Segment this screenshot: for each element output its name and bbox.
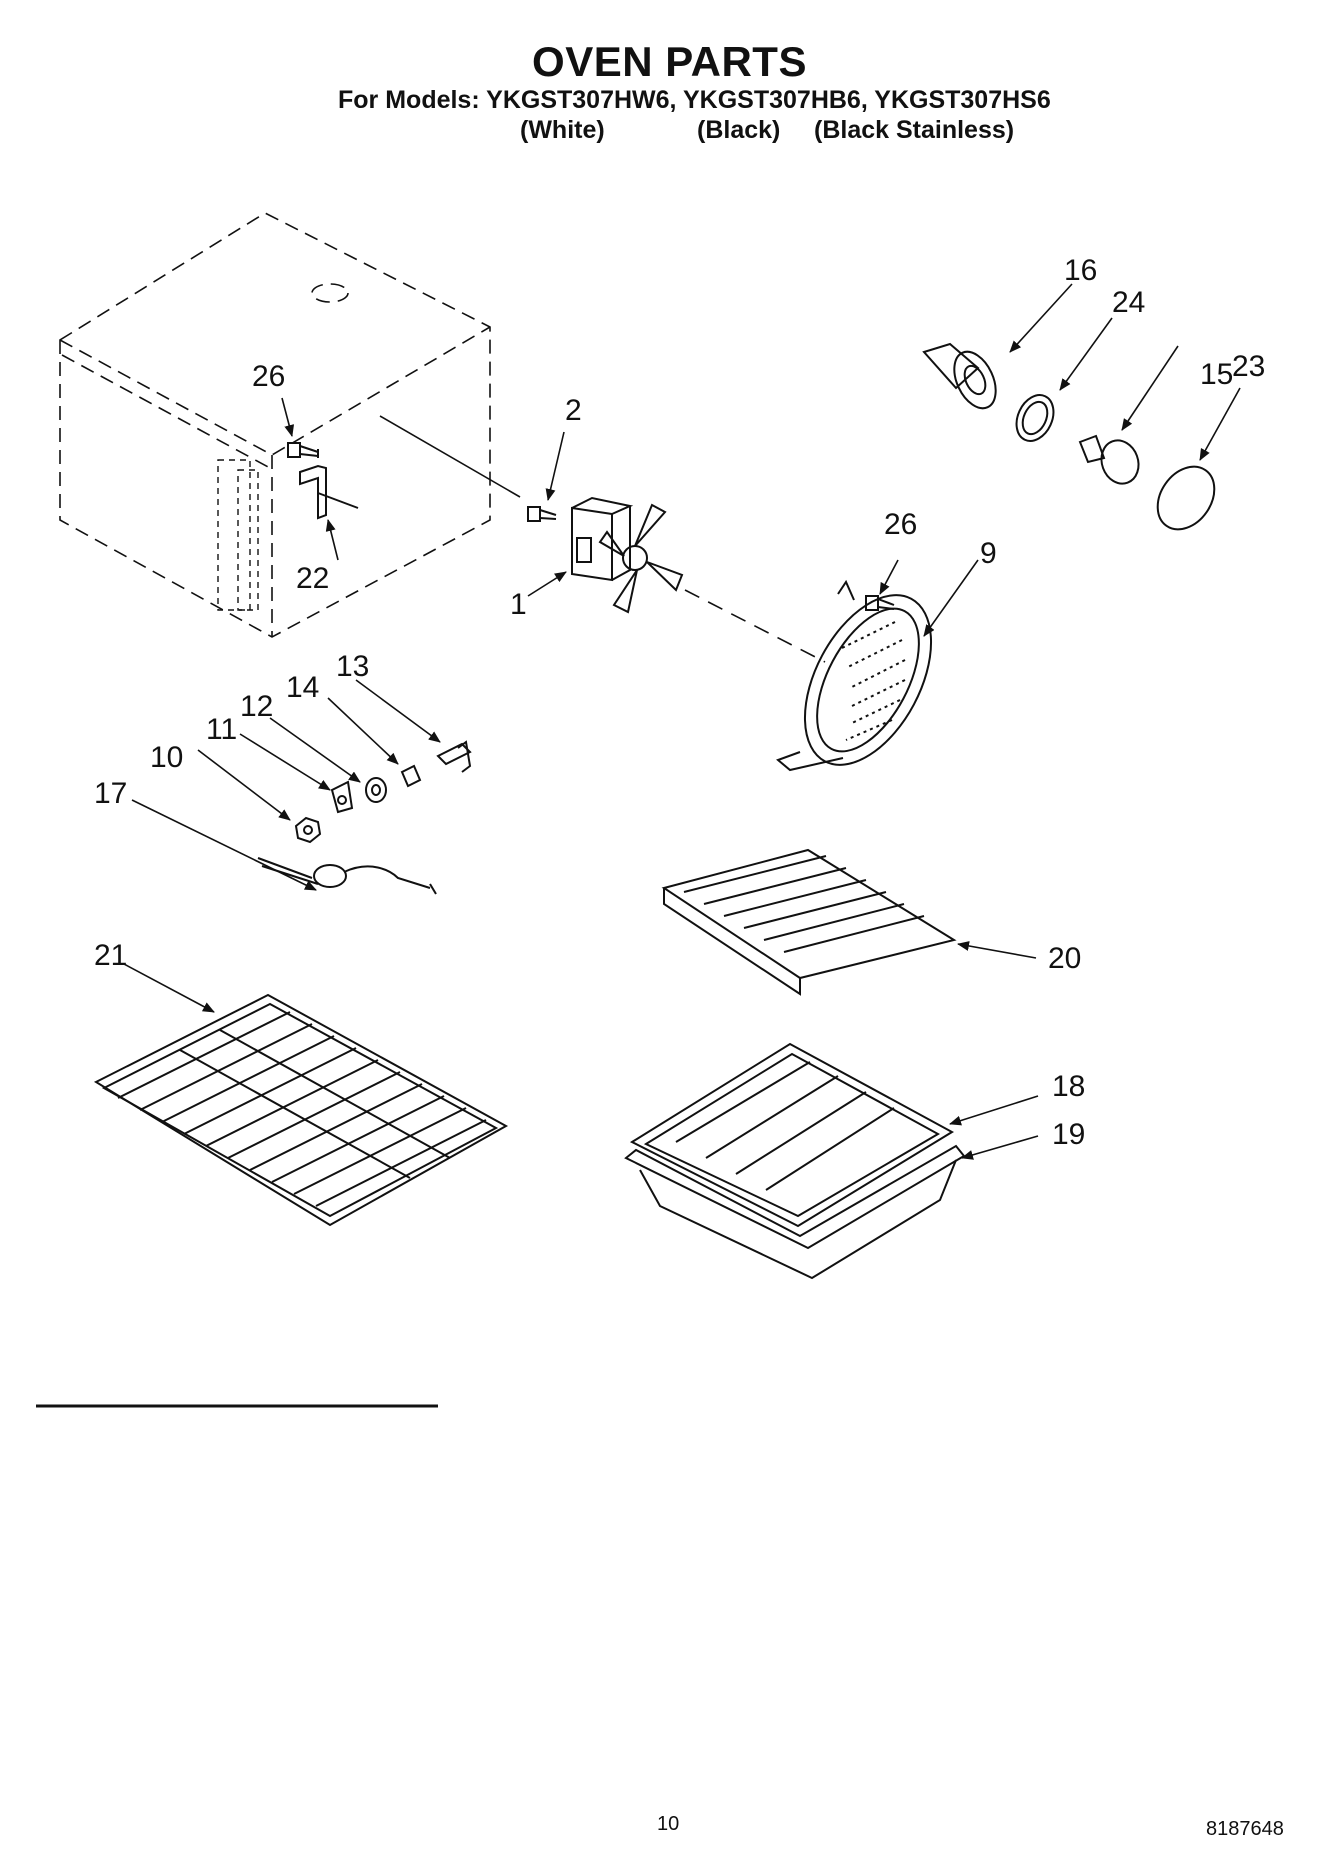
callout-14: 14	[286, 671, 319, 704]
callout-1: 1	[510, 588, 527, 621]
part-26-screw-left	[287, 442, 319, 458]
part-17-meat-probe	[257, 857, 437, 895]
callout-26-left: 26	[252, 360, 285, 393]
variant-black: (Black)	[697, 116, 781, 144]
callout-26-right: 26	[884, 508, 917, 541]
document-number: 8187648	[1206, 1818, 1284, 1840]
callout-9: 9	[980, 537, 997, 570]
callout-20: 20	[1048, 942, 1081, 975]
models-line: For Models: YKGST307HW6, YKGST307HB6, YK…	[338, 86, 1051, 114]
part-11-clip	[330, 780, 354, 814]
part-1-fan-motor	[571, 496, 684, 614]
part-15-light-bulb	[1078, 434, 1140, 485]
part-24-gasket	[1015, 394, 1055, 442]
callout-22: 22	[296, 562, 329, 595]
part-21-oven-rack	[93, 993, 509, 1227]
callout-16: 16	[1064, 254, 1097, 287]
callout-12: 12	[240, 690, 273, 723]
callout-21: 21	[94, 939, 127, 972]
part-26-screw-right	[865, 595, 895, 611]
part-16-lamp-socket	[922, 342, 997, 410]
part-23-lens	[1156, 465, 1216, 531]
fan-alignment-line	[684, 589, 826, 663]
page-number: 10	[657, 1813, 680, 1835]
callout-11: 11	[206, 713, 237, 746]
callout-2: 2	[565, 394, 582, 427]
part-22-sensor-bracket	[299, 464, 359, 520]
callout-15: 15	[1200, 358, 1233, 391]
part-18-broiler-pan-insert	[629, 1042, 955, 1228]
callout-18: 18	[1052, 1070, 1085, 1103]
callout-17: 17	[94, 777, 127, 810]
callout-labels: 1 2 9 10 11 12 13 13 14 15 16 17 18 19 2…	[94, 254, 1265, 1151]
part-20-broiler-grid	[661, 848, 957, 996]
part-10-nut	[294, 816, 322, 844]
part-2-screw	[527, 506, 557, 522]
callout-24: 24	[1112, 286, 1145, 319]
part-12-washer	[365, 777, 387, 803]
callout-13-label: 13	[336, 650, 369, 683]
variant-white: (White)	[520, 116, 605, 144]
oven-cavity	[59, 212, 491, 638]
callout-19: 19	[1052, 1118, 1085, 1151]
cavity-side-slots	[217, 459, 259, 611]
callout-23: 23	[1232, 350, 1265, 383]
part-13-terminal	[436, 740, 472, 773]
part-19-broiler-pan	[624, 1144, 966, 1280]
part-14-sleeve	[400, 764, 422, 788]
variant-black-stainless: (Black Stainless)	[814, 116, 1015, 144]
screw-alignment-line	[379, 415, 521, 498]
callout-leaders	[123, 283, 1241, 1160]
callout-10: 10	[150, 741, 183, 774]
page-title: OVEN PARTS	[532, 38, 807, 85]
part-9-fan-cover	[776, 579, 933, 772]
